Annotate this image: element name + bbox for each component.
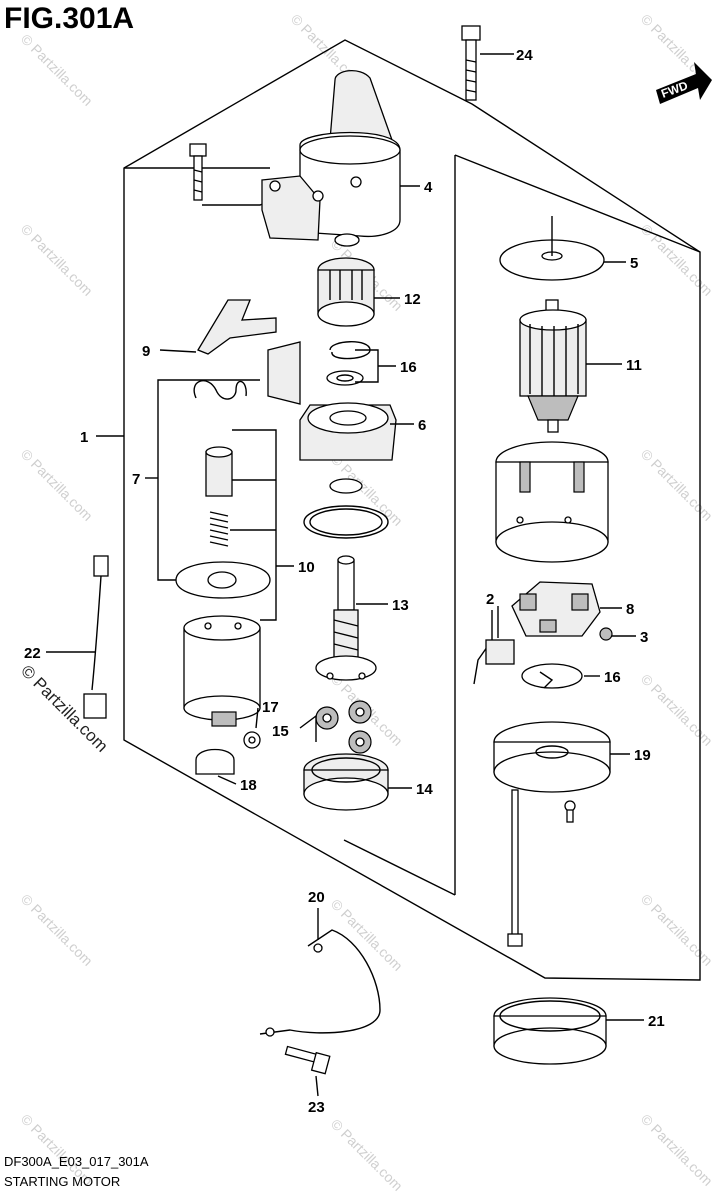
terminal-17-icon [243, 731, 261, 749]
callout-7: 7 [132, 471, 140, 488]
figure-code: DF300A_E03_017_301A [4, 1154, 149, 1169]
callout-8: 8 [626, 601, 634, 618]
callout-19: 19 [634, 747, 651, 764]
leader-lines [46, 53, 644, 1097]
watermark-text: © Partzilla.com [328, 1116, 406, 1194]
callout-5: 5 [630, 255, 638, 272]
stator-housing-icon [495, 441, 609, 563]
figure-title: FIG.301A [4, 2, 135, 35]
cable-22-icon [83, 555, 109, 719]
watermark-text: © Partzilla.com [638, 891, 713, 969]
bolt-24-icon [461, 25, 481, 101]
lever-9-icon [197, 299, 277, 355]
lead-2-icon [473, 610, 515, 685]
callout-16b: 16 [604, 669, 621, 686]
pinion-gear-12-icon [317, 233, 375, 327]
strap-20-icon [259, 929, 381, 1037]
watermark-text: © Partzilla.com [18, 446, 96, 524]
callout-13: 13 [392, 597, 409, 614]
band-21-icon [493, 997, 607, 1065]
callout-17: 17 [262, 699, 279, 716]
figure-caption: STARTING MOTOR [4, 1174, 121, 1189]
watermark-text: © Partzilla.com [638, 671, 713, 749]
callout-20: 20 [308, 889, 325, 906]
solenoid-parts-7-icon [175, 341, 301, 599]
watermark-text: © Partzilla.com [18, 221, 96, 299]
callout-16: 16 [400, 359, 417, 376]
motor-body-icon [183, 615, 261, 727]
callout-10: 10 [298, 559, 315, 576]
washer-16-icon [521, 663, 583, 689]
spring-icon [209, 511, 229, 547]
callout-1: 1 [80, 429, 88, 446]
plate-5-icon [499, 216, 605, 281]
assembly-outline [123, 39, 701, 981]
callout-22: 22 [24, 645, 41, 662]
callout-9: 9 [142, 343, 150, 360]
planetary-gears-15-icon [315, 700, 372, 754]
callout-15: 15 [272, 723, 289, 740]
ring-gear-14-icon [303, 753, 389, 811]
callout-23: 23 [308, 1099, 325, 1116]
callout-24: 24 [516, 47, 533, 64]
brush-holder-8-icon [511, 581, 601, 637]
callout-18: 18 [240, 777, 257, 794]
callout-14: 14 [416, 781, 433, 798]
callout-12: 12 [404, 291, 421, 308]
bolt-23-icon [284, 1045, 331, 1075]
drive-shaft-13-icon [315, 555, 377, 681]
through-bolt-icon [507, 789, 523, 947]
callout-21: 21 [648, 1013, 665, 1030]
callout-labels: 24 4 5 12 11 9 16 1 6 7 10 13 2 8 3 16 2… [24, 47, 665, 1116]
clamp-18-icon [195, 748, 235, 775]
callout-4: 4 [424, 179, 433, 196]
housing-4-icon [261, 70, 401, 241]
watermark-text: © Partzilla.com [638, 446, 713, 524]
callout-6: 6 [418, 417, 426, 434]
armature-11-icon [519, 299, 587, 433]
callout-3: 3 [640, 629, 648, 646]
callout-11: 11 [626, 357, 642, 374]
watermark-text: © Partzilla.com [18, 891, 96, 969]
watermark-text: © Partzilla.com [18, 31, 96, 109]
nut-3-icon [599, 627, 613, 641]
end-cover-19-icon [493, 721, 611, 823]
gear-housing-6-icon [299, 402, 397, 539]
callout-2: 2 [486, 591, 494, 608]
watermark-text: © Partzilla.com [638, 1111, 713, 1189]
clip-16-icon [326, 341, 371, 386]
